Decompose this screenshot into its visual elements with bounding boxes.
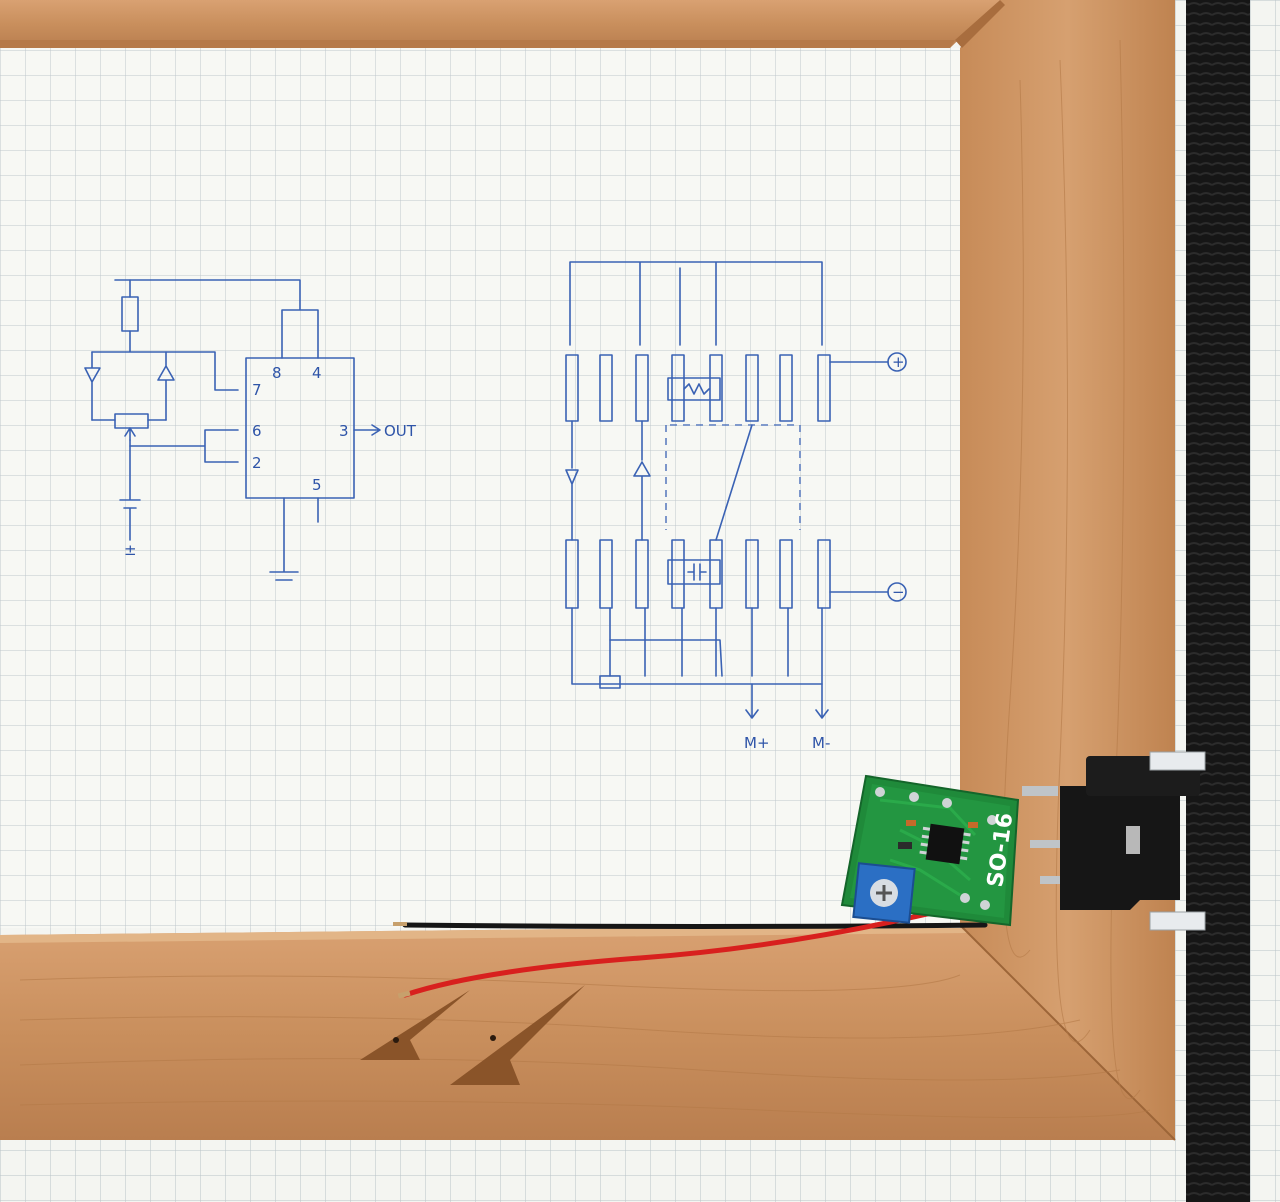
frame-notch-right [450, 985, 585, 1085]
motor-plus-label: M+ [744, 734, 770, 752]
pin8-label: 8 [272, 364, 282, 382]
battery-label: ± [124, 541, 137, 559]
frame-right-lip [955, 0, 1005, 48]
pin5-label: 5 [312, 476, 322, 494]
red-wire [402, 902, 968, 998]
hand-drawn-stripboard-layout: + − M+ M- [565, 261, 907, 752]
slide-switch [1022, 751, 1206, 931]
frame-bottom-bar [0, 925, 1175, 1140]
frame-bottom-inner-edge [0, 925, 968, 943]
pin4-label: 4 [312, 364, 322, 382]
frame-top-inner-lip [0, 40, 955, 48]
motor-minus-label: M- [812, 734, 830, 752]
plus-terminal-label: + [892, 353, 905, 371]
minus-terminal-label: − [892, 583, 905, 601]
elastic-strap [1186, 0, 1250, 1202]
pin3-label: 3 [339, 422, 349, 440]
black-wire [402, 922, 988, 929]
pin2-label: 2 [252, 454, 262, 472]
pcb-module: SO-16 [840, 774, 1020, 927]
pin7-label: 7 [252, 381, 262, 399]
ic-chip [925, 823, 965, 865]
hand-drawn-555-schematic: 7 8 4 6 3 2 5 OUT ± [84, 279, 417, 581]
output-label: OUT [384, 422, 417, 440]
frame-notch-left [360, 990, 470, 1060]
lower-strip-row [565, 539, 831, 609]
frame-top-bar [0, 0, 1000, 48]
pin6-label: 6 [252, 422, 262, 440]
